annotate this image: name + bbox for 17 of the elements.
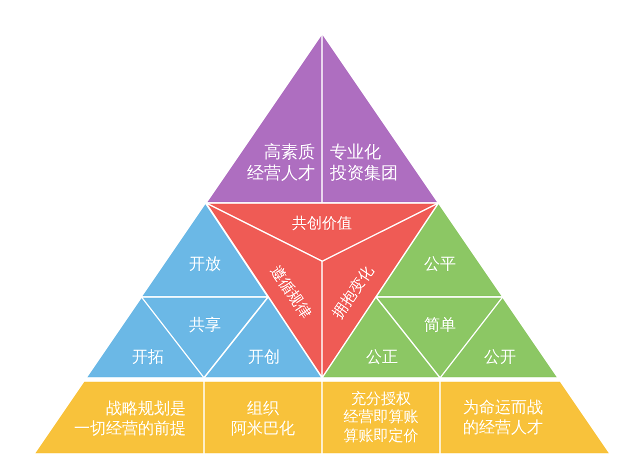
- segment-label: 公开: [484, 347, 516, 367]
- segment-label: 开放: [188, 254, 221, 274]
- segment-label: 公平: [424, 254, 456, 274]
- segment-label: 开拓: [132, 347, 164, 367]
- segment-label: 拥抱变化: [328, 262, 378, 322]
- segment-label: 简单: [424, 315, 456, 335]
- segment-label: 组织阿米巴化: [230, 398, 295, 438]
- segment-label: 为命运而战的经营人才: [462, 397, 543, 437]
- segment-label: 共创价值: [292, 214, 352, 232]
- segment-label: 开创: [248, 347, 280, 367]
- segment-label: 高素质经营人才: [246, 142, 315, 184]
- segment-label: 战略规划是一切经营的前提: [74, 398, 186, 438]
- segment-label: 共享: [188, 315, 221, 335]
- segment-label: 充分授权经营即算账算账即定价: [344, 390, 418, 444]
- segment-label: 遵循规律: [266, 262, 316, 322]
- segment-label: 专业化投资集团: [330, 142, 398, 184]
- segment-label: 公正: [366, 347, 398, 367]
